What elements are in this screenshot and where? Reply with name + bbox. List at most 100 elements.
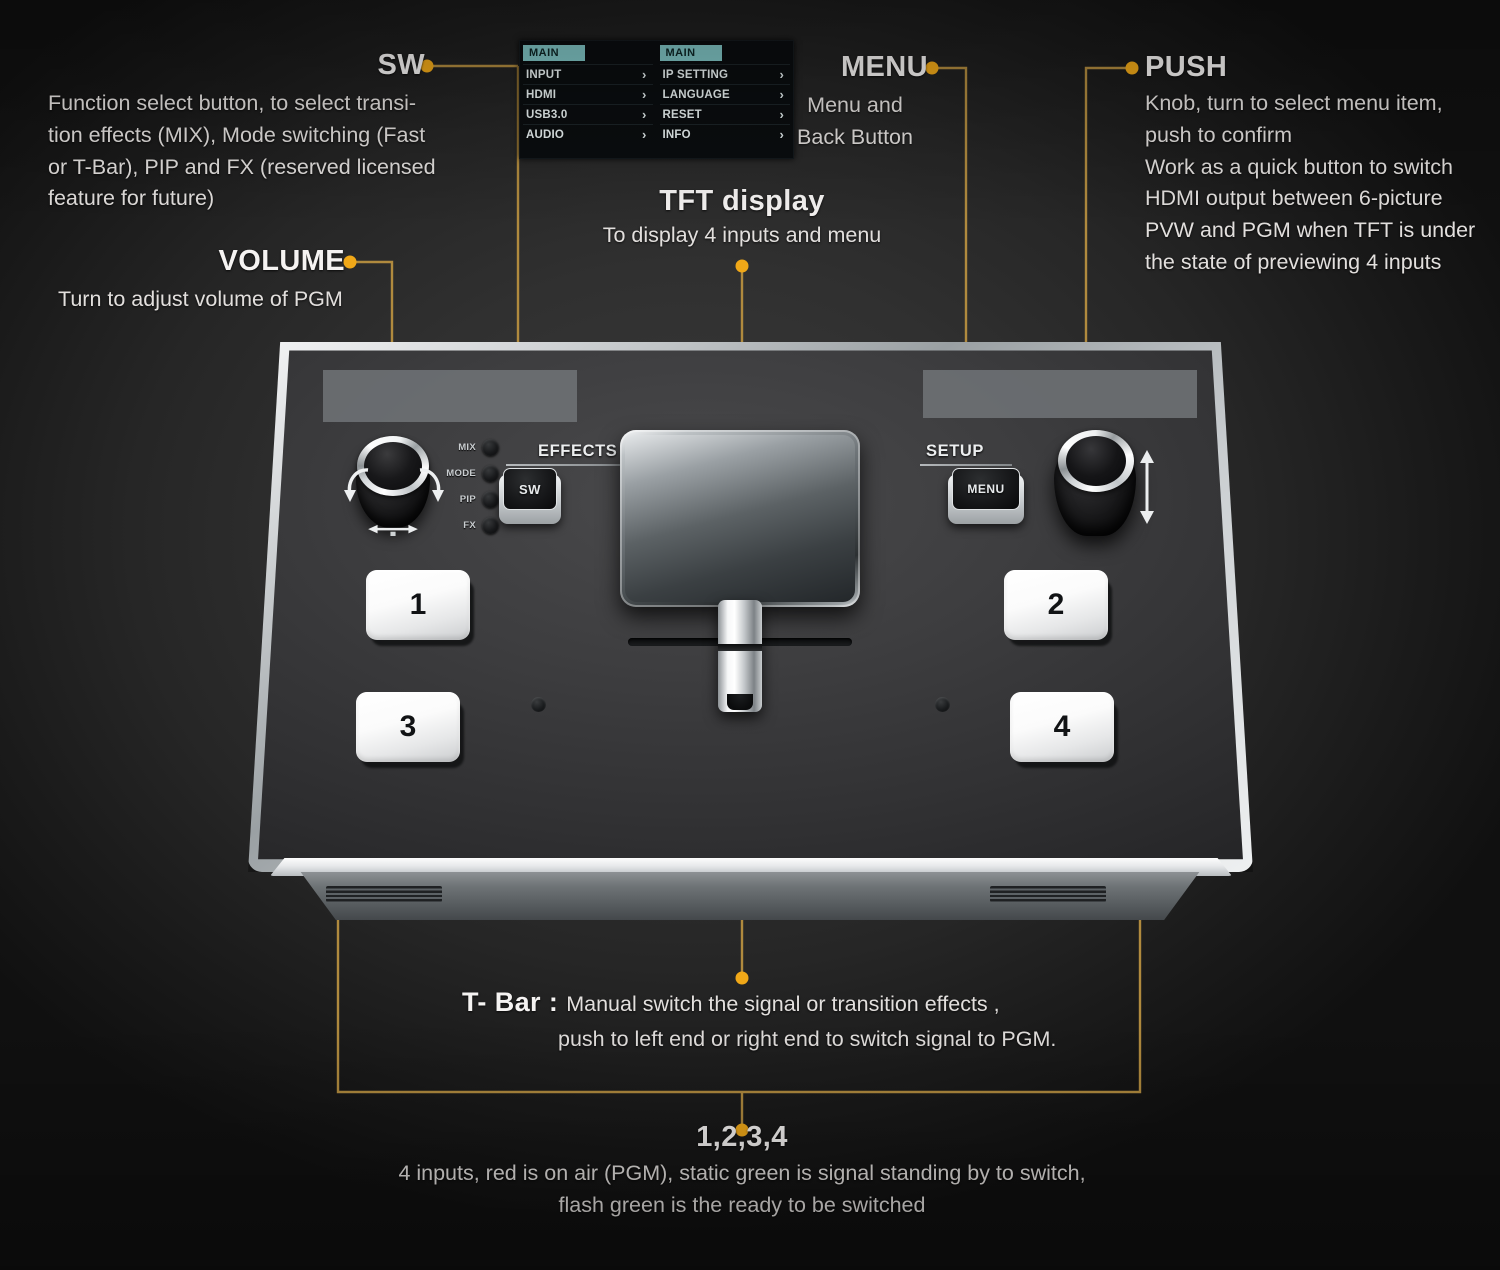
menu-item-language[interactable]: LANGUAGE › (659, 84, 790, 104)
input-button-4-label: 4 (1010, 692, 1114, 762)
menu-item-info[interactable]: INFO › (659, 124, 790, 144)
chevron-right-icon: › (779, 67, 784, 82)
menu-item-input-label: INPUT (526, 68, 562, 81)
input-button-2[interactable]: 2 (1004, 570, 1112, 646)
mode-led-list: MIX MODE PIP FX (446, 434, 526, 538)
menu-item-language-label: LANGUAGE (662, 88, 730, 101)
input-button-2-label: 2 (1004, 570, 1108, 640)
chevron-right-icon: › (779, 87, 784, 102)
callout-sw: SW (45, 49, 425, 81)
callout-inputs-title: 1,2,3,4 (696, 1121, 788, 1153)
setup-section-caption: SETUP (926, 442, 985, 460)
led-indicator-pip (482, 490, 499, 508)
input-button-1-label: 1 (366, 570, 470, 640)
volume-knob-ring (357, 436, 429, 496)
sw-button-cap: SW (503, 468, 557, 510)
callout-volume: VOLUME (150, 245, 345, 277)
led-indicator-mode (482, 464, 499, 482)
redacted-logo-right (923, 370, 1197, 418)
callout-push: PUSH (1145, 51, 1475, 83)
input-button-1[interactable]: 1 (366, 570, 474, 646)
menu-button-cap: MENU (952, 468, 1020, 510)
volume-knob[interactable] (344, 434, 444, 538)
t-bar-handle[interactable] (718, 600, 762, 712)
horizontal-double-arrow-icon (368, 524, 418, 536)
callout-volume-body-wrap: Turn to adjust volume of PGM (58, 284, 478, 316)
menu-item-input[interactable]: INPUT › (523, 64, 653, 84)
redacted-logo-left (323, 370, 577, 422)
setup-underline (920, 464, 1012, 466)
callout-tbar-line2: push to left end or right end to switch … (558, 1026, 1057, 1051)
led-label-mix: MIX (458, 441, 476, 453)
leader-dot-push (1125, 61, 1139, 75)
callout-menu-title: MENU (841, 51, 928, 83)
callout-sw-title: SW (377, 49, 425, 81)
push-knob[interactable] (1048, 428, 1154, 544)
callout-tbar: T- Bar : Manual switch the signal or tra… (462, 988, 1082, 1056)
input-button-3[interactable]: 3 (356, 692, 464, 768)
callout-menu-body: Menu and Back Button (797, 93, 913, 149)
menu-item-ip-setting[interactable]: IP SETTING › (659, 64, 790, 84)
rotate-left-arrow-icon (344, 468, 369, 502)
tft-menu-screenshot: MAIN INPUT › HDMI › USB3.0 › AUDIO › MAI… (519, 40, 794, 159)
callout-volume-body: Turn to adjust volume of PGM (58, 287, 343, 311)
led-row-pip: PIP (446, 486, 526, 512)
menu-item-hdmi[interactable]: HDMI › (523, 84, 653, 104)
menu-item-hdmi-label: HDMI (526, 88, 557, 101)
callout-tft-title: TFT display (659, 185, 825, 217)
callout-tft: TFT display To display 4 inputs and menu (592, 186, 892, 252)
led-label-mode: MODE (446, 467, 476, 479)
chevron-right-icon: › (779, 107, 784, 122)
callout-tbar-title: T- Bar : (462, 987, 559, 1017)
menu-column-right: MAIN IP SETTING › LANGUAGE › RESET › INF… (657, 41, 794, 158)
device-front-lip (270, 858, 1232, 876)
callout-sw-body-wrap: Function select button, to select transi… (48, 88, 448, 215)
input-button-4[interactable]: 4 (1010, 692, 1118, 768)
input-button-3-label: 3 (356, 692, 460, 762)
push-knob-ring (1058, 430, 1134, 492)
menu-item-usb30[interactable]: USB3.0 › (523, 104, 653, 124)
tft-display[interactable] (620, 430, 860, 607)
led-row-mode: MODE (446, 460, 526, 486)
led-label-pip: PIP (459, 493, 476, 505)
callout-sw-body: Function select button, to select transi… (48, 91, 436, 211)
callout-push-body: Knob, turn to select menu item, push to … (1145, 91, 1476, 275)
panel-screw-right (935, 697, 950, 712)
chevron-right-icon: › (641, 87, 647, 102)
menu-item-ip-setting-label: IP SETTING (662, 68, 729, 81)
led-row-fx: FX (446, 512, 526, 538)
menu-column-left: MAIN INPUT › HDMI › USB3.0 › AUDIO › (520, 41, 657, 158)
vent-left (326, 886, 442, 902)
led-indicator-mix (482, 438, 499, 456)
menu-item-audio[interactable]: AUDIO › (523, 124, 653, 144)
menu-item-info-label: INFO (662, 128, 691, 141)
chevron-right-icon: › (641, 107, 647, 122)
led-label-fx: FX (463, 519, 476, 531)
sw-button[interactable]: SW (499, 466, 561, 524)
menu-header-left: MAIN (523, 45, 585, 61)
menu-item-audio-label: AUDIO (526, 128, 565, 141)
led-row-mix: MIX (446, 434, 526, 460)
callout-push-title: PUSH (1145, 51, 1228, 83)
vertical-double-arrow-icon (1140, 450, 1154, 524)
callout-tbar-line1: Manual switch the signal or transition e… (566, 992, 1000, 1016)
led-indicator-fx (482, 516, 499, 534)
video-switcher-device: MIX MODE PIP FX EFFECTS (248, 342, 1253, 927)
menu-item-reset-label: RESET (662, 108, 702, 121)
menu-item-reset[interactable]: RESET › (659, 104, 790, 124)
chevron-right-icon: › (641, 127, 647, 142)
callout-volume-title: VOLUME (218, 245, 345, 277)
device-top-panel: MIX MODE PIP FX EFFECTS (258, 350, 1243, 860)
effects-underline (506, 464, 626, 466)
callout-menu-body-wrap: Menu and Back Button (760, 90, 950, 154)
rotate-right-arrow-icon (419, 468, 444, 502)
menu-button[interactable]: MENU (948, 466, 1024, 524)
menu-header-right: MAIN (659, 45, 722, 61)
callout-tft-body: To display 4 inputs and menu (602, 223, 882, 248)
menu-item-usb30-label: USB3.0 (526, 108, 568, 121)
leader-dot-volume (343, 255, 357, 269)
chevron-right-icon: › (641, 67, 647, 82)
callout-inputs-body: 4 inputs, red is on air (PGM), static gr… (398, 1161, 1086, 1218)
callout-inputs: 1,2,3,4 4 inputs, red is on air (PGM), s… (392, 1122, 1092, 1222)
